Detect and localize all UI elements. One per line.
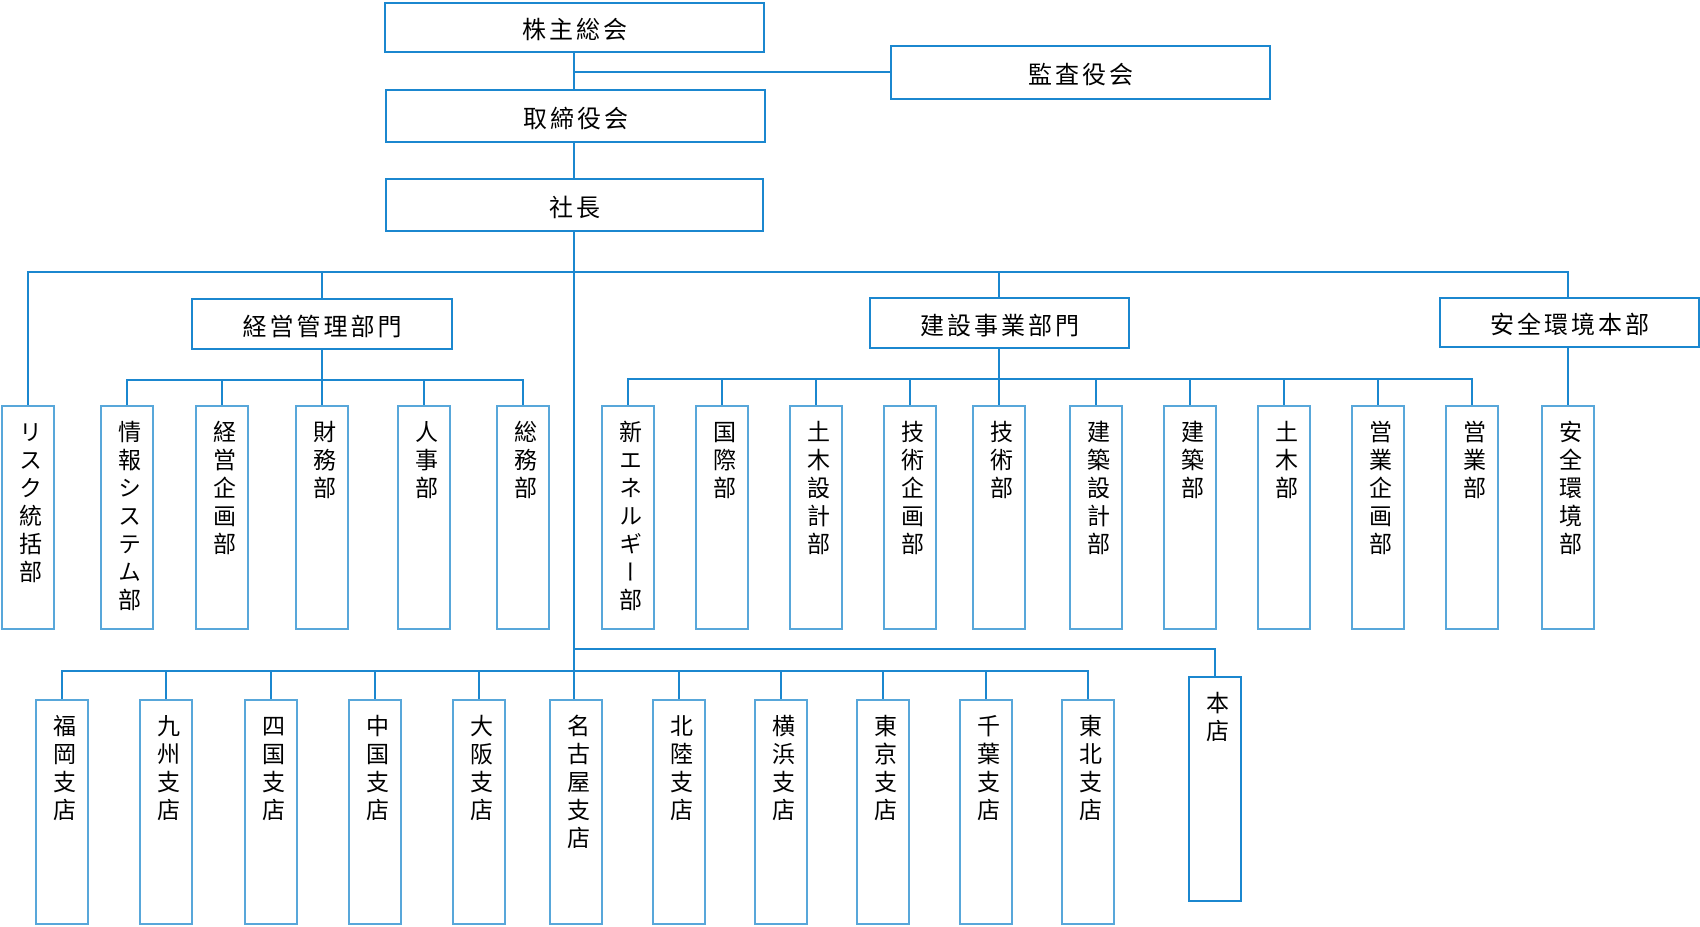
node-general-affairs-dept: 総務部 bbox=[496, 405, 550, 630]
node-tokyo-branch: 東京支店 bbox=[856, 699, 910, 925]
node-hr-dept: 人事部 bbox=[397, 405, 451, 630]
connector-drop-yokohama bbox=[780, 670, 782, 699]
node-civil-engineering-design-dept: 土木設計部 bbox=[789, 405, 843, 630]
node-construction-division: 建設事業部門 bbox=[869, 297, 1130, 349]
connector-management-bus bbox=[126, 379, 524, 381]
node-safety-environment-dept: 安全環境部 bbox=[1541, 405, 1595, 630]
connector-construction-bus bbox=[627, 378, 1473, 380]
node-corporate-planning-dept: 経営企画部 bbox=[195, 405, 249, 630]
node-chiba-branch: 千葉支店 bbox=[959, 699, 1013, 925]
connector-drop-new-energy bbox=[627, 378, 629, 405]
node-osaka-branch: 大阪支店 bbox=[452, 699, 506, 925]
node-sales-dept: 営業部 bbox=[1445, 405, 1499, 630]
connector-board-to-president bbox=[573, 143, 575, 178]
node-shareholders-meeting: 株主総会 bbox=[384, 2, 765, 53]
connector-drop-sales bbox=[1471, 378, 1473, 405]
node-sales-planning-dept: 営業企画部 bbox=[1351, 405, 1405, 630]
connector-divisions-bus bbox=[27, 271, 1569, 273]
connector-drop-tokyo bbox=[882, 670, 884, 699]
connector-drop-risk-dept bbox=[27, 271, 29, 405]
node-president: 社長 bbox=[385, 178, 764, 232]
connector-drop-kyushu bbox=[165, 670, 167, 699]
node-head-office: 本店 bbox=[1188, 676, 1242, 902]
node-finance-dept: 財務部 bbox=[295, 405, 349, 630]
connector-drop-arch-design bbox=[1095, 378, 1097, 405]
node-risk-management-dept: リスク統括部 bbox=[1, 405, 55, 630]
connector-drop-civil bbox=[1283, 378, 1285, 405]
node-fukuoka-branch: 福岡支店 bbox=[35, 699, 89, 925]
connector-drop-chugoku bbox=[374, 670, 376, 699]
connector-drop-architecture bbox=[1189, 378, 1191, 405]
connector-president-trunk bbox=[573, 232, 575, 699]
node-technology-planning-dept: 技術企画部 bbox=[883, 405, 937, 630]
connector-drop-info-systems bbox=[126, 379, 128, 405]
connector-drop-corporate-planning bbox=[221, 379, 223, 405]
node-kyushu-branch: 九州支店 bbox=[139, 699, 193, 925]
node-information-systems-dept: 情報システム部 bbox=[100, 405, 154, 630]
node-board-of-directors: 取締役会 bbox=[385, 89, 766, 143]
connector-safety-down bbox=[1567, 348, 1569, 405]
node-shikoku-branch: 四国支店 bbox=[244, 699, 298, 925]
connector-drop-head-office bbox=[1214, 648, 1216, 676]
node-nagoya-branch: 名古屋支店 bbox=[549, 699, 603, 925]
node-international-dept: 国際部 bbox=[695, 405, 749, 630]
connector-to-audit-board bbox=[574, 71, 890, 73]
connector-drop-tech-planning bbox=[909, 378, 911, 405]
connector-branches-bus bbox=[61, 670, 1089, 672]
node-yokohama-branch: 横浜支店 bbox=[754, 699, 808, 925]
node-management-division: 経営管理部門 bbox=[191, 298, 453, 350]
connector-head-office-arm bbox=[575, 648, 1216, 650]
node-tohoku-branch: 東北支店 bbox=[1061, 699, 1115, 925]
node-architecture-dept: 建築部 bbox=[1163, 405, 1217, 630]
connector-drop-chiba bbox=[985, 670, 987, 699]
connector-drop-sales-planning bbox=[1377, 378, 1379, 405]
connector-drop-shikoku bbox=[270, 670, 272, 699]
connector-drop-hr bbox=[423, 379, 425, 405]
node-technology-dept: 技術部 bbox=[972, 405, 1026, 630]
node-chugoku-branch: 中国支店 bbox=[348, 699, 402, 925]
connector-construction-down bbox=[998, 349, 1000, 405]
connector-drop-tohoku bbox=[1087, 670, 1089, 699]
node-new-energy-dept: 新エネルギー部 bbox=[601, 405, 655, 630]
node-safety-environment-hq: 安全環境本部 bbox=[1439, 297, 1700, 348]
connector-drop-osaka bbox=[478, 670, 480, 699]
connector-drop-construction-division bbox=[998, 271, 1000, 297]
connector-drop-fukuoka bbox=[61, 670, 63, 699]
connector-drop-management-division bbox=[321, 271, 323, 298]
node-audit-board: 監査役会 bbox=[890, 45, 1271, 100]
connector-drop-general-affairs bbox=[522, 379, 524, 405]
connector-management-down bbox=[321, 350, 323, 405]
node-architectural-design-dept: 建築設計部 bbox=[1069, 405, 1123, 630]
connector-drop-international bbox=[721, 378, 723, 405]
connector-drop-hokuriku bbox=[678, 670, 680, 699]
node-civil-engineering-dept: 土木部 bbox=[1257, 405, 1311, 630]
connector-drop-safety-hq bbox=[1567, 271, 1569, 297]
connector-drop-civil-design bbox=[815, 378, 817, 405]
node-hokuriku-branch: 北陸支店 bbox=[652, 699, 706, 925]
